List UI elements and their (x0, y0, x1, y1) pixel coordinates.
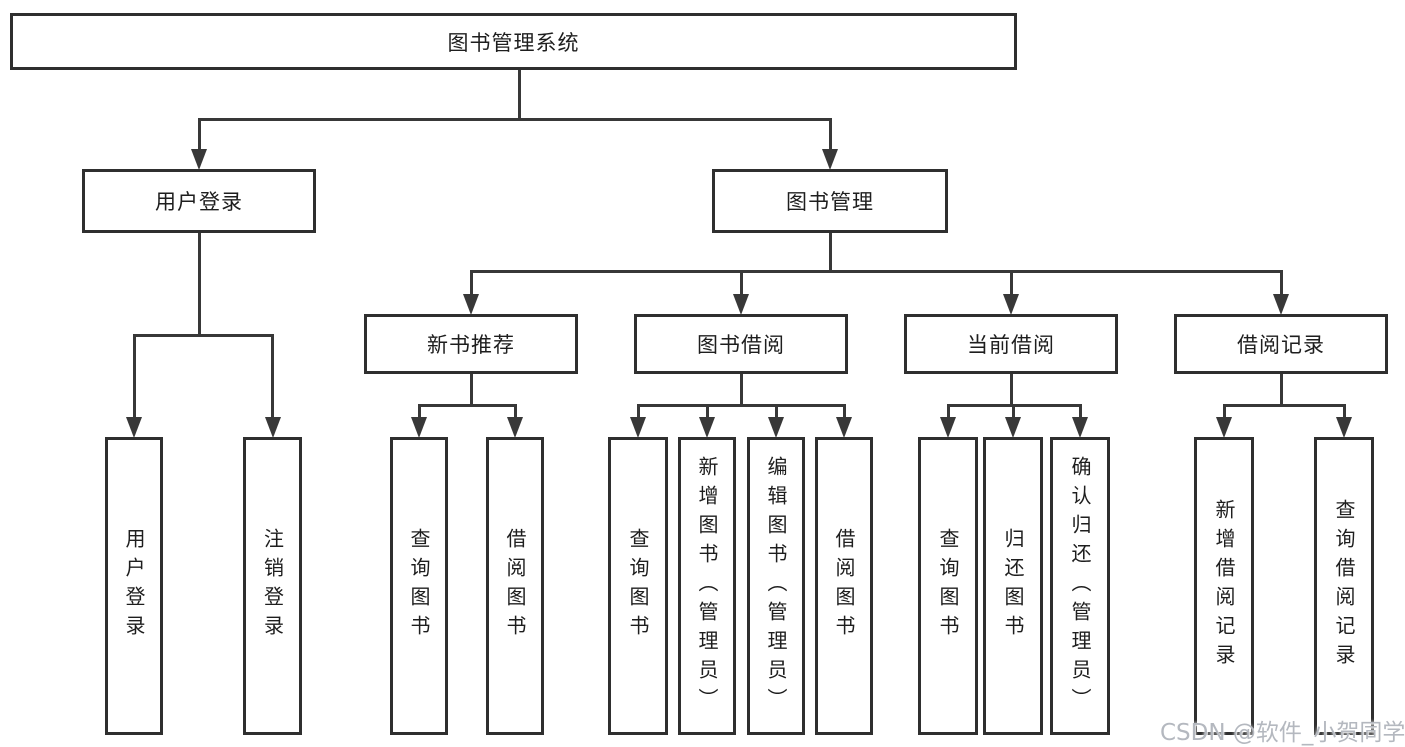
arrow-down-icon (1072, 417, 1088, 438)
connector-line (1011, 404, 1015, 419)
arrow-down-icon (1005, 417, 1021, 438)
connector-line (705, 404, 709, 419)
connector-line (774, 404, 778, 419)
arrow-down-icon (507, 417, 523, 438)
connector-line (132, 334, 136, 419)
leaf-label: 查询图书 (626, 528, 650, 644)
arrow-down-icon (630, 417, 646, 438)
node-book-management: 图书管理 (712, 169, 948, 233)
connector-line (636, 404, 846, 407)
connector-line (197, 118, 832, 121)
leaf-query-books-borrow: 查询图书 (608, 437, 668, 735)
leaf-add-borrow-record: 新增借阅记录 (1194, 437, 1254, 735)
connector-line (828, 118, 832, 151)
arrow-down-icon (463, 294, 479, 315)
connector-line (1009, 374, 1013, 407)
connector-line (842, 404, 846, 419)
node-label: 图书管理系统 (447, 30, 580, 55)
connector-line (417, 404, 517, 407)
node-book-borrow: 图书借阅 (634, 314, 848, 374)
arrow-down-icon (1273, 294, 1289, 315)
arrow-down-icon (768, 417, 784, 438)
leaf-query-books-current: 查询图书 (918, 437, 978, 735)
node-label: 图书管理 (786, 190, 874, 214)
leaf-user-login: 用户登录 (105, 437, 163, 735)
arrow-down-icon (836, 417, 852, 438)
connector-line (469, 374, 473, 407)
connector-line (1279, 270, 1283, 296)
leaf-label: 查询借阅记录 (1332, 499, 1356, 673)
csdn-watermark: CSDN @软件_小贺同学 (1160, 720, 1405, 746)
leaf-query-books-recommend: 查询图书 (390, 437, 448, 735)
connector-line (197, 233, 201, 337)
node-root-library-system: 图书管理系统 (10, 13, 1017, 70)
connector-line (417, 404, 421, 419)
leaf-confirm-return-admin: 确认归还（管理员） (1050, 437, 1110, 735)
connector-line (469, 270, 473, 296)
connector-line (1279, 374, 1283, 407)
node-label: 借阅记录 (1237, 333, 1325, 357)
connector-line (1009, 270, 1013, 296)
connector-line (1078, 404, 1082, 419)
connector-line (517, 68, 521, 120)
leaf-label: 用户登录 (122, 528, 146, 644)
leaf-label: 确认归还（管理员） (1068, 455, 1092, 717)
node-new-book-recommend: 新书推荐 (364, 314, 578, 374)
connector-line (1342, 404, 1346, 419)
connector-line (1222, 404, 1226, 419)
connector-line (271, 334, 274, 419)
arrow-down-icon (1336, 417, 1352, 438)
arrow-down-icon (699, 417, 715, 438)
leaf-label: 查询图书 (936, 528, 960, 644)
arrow-down-icon (822, 149, 838, 170)
leaf-borrow-books: 借阅图书 (815, 437, 873, 735)
connector-line (636, 404, 640, 419)
arrow-down-icon (411, 417, 427, 438)
leaf-label: 新增借阅记录 (1212, 499, 1236, 673)
node-label: 用户登录 (155, 190, 243, 214)
leaf-label: 注销登录 (260, 528, 285, 644)
leaf-label: 查询图书 (407, 528, 431, 644)
node-label: 当前借阅 (967, 333, 1055, 357)
leaf-add-book-admin: 新增图书（管理员） (678, 437, 736, 735)
node-borrow-records: 借阅记录 (1174, 314, 1388, 374)
arrow-down-icon (126, 417, 142, 438)
leaf-label: 编辑图书（管理员） (764, 455, 788, 717)
arrow-down-icon (264, 417, 281, 438)
leaf-label: 归还图书 (1001, 528, 1025, 644)
node-label: 新书推荐 (427, 333, 515, 357)
leaf-edit-book-admin: 编辑图书（管理员） (747, 437, 805, 735)
leaf-label: 借阅图书 (832, 528, 856, 644)
arrow-down-icon (191, 149, 207, 170)
leaf-borrow-books-recommend: 借阅图书 (486, 437, 544, 735)
leaf-label: 新增图书（管理员） (695, 455, 719, 717)
connector-line (1222, 404, 1345, 407)
arrow-down-icon (1003, 294, 1019, 315)
leaf-return-book: 归还图书 (983, 437, 1043, 735)
connector-line (513, 404, 517, 419)
node-current-borrow: 当前借阅 (904, 314, 1118, 374)
connector-line (739, 270, 743, 296)
arrow-down-icon (1216, 417, 1232, 438)
connector-line (197, 118, 201, 151)
connector-line (739, 374, 743, 407)
leaf-label: 借阅图书 (503, 528, 527, 644)
leaf-logout: 注销登录 (243, 437, 302, 735)
connector-line (132, 334, 274, 337)
arrow-down-icon (940, 417, 956, 438)
connector-line (946, 404, 950, 419)
node-user-login: 用户登录 (82, 169, 316, 233)
leaf-query-borrow-record: 查询借阅记录 (1314, 437, 1374, 735)
arrow-down-icon (733, 294, 749, 315)
node-label: 图书借阅 (697, 333, 785, 357)
connector-line (469, 270, 1283, 273)
connector-line (828, 233, 832, 273)
